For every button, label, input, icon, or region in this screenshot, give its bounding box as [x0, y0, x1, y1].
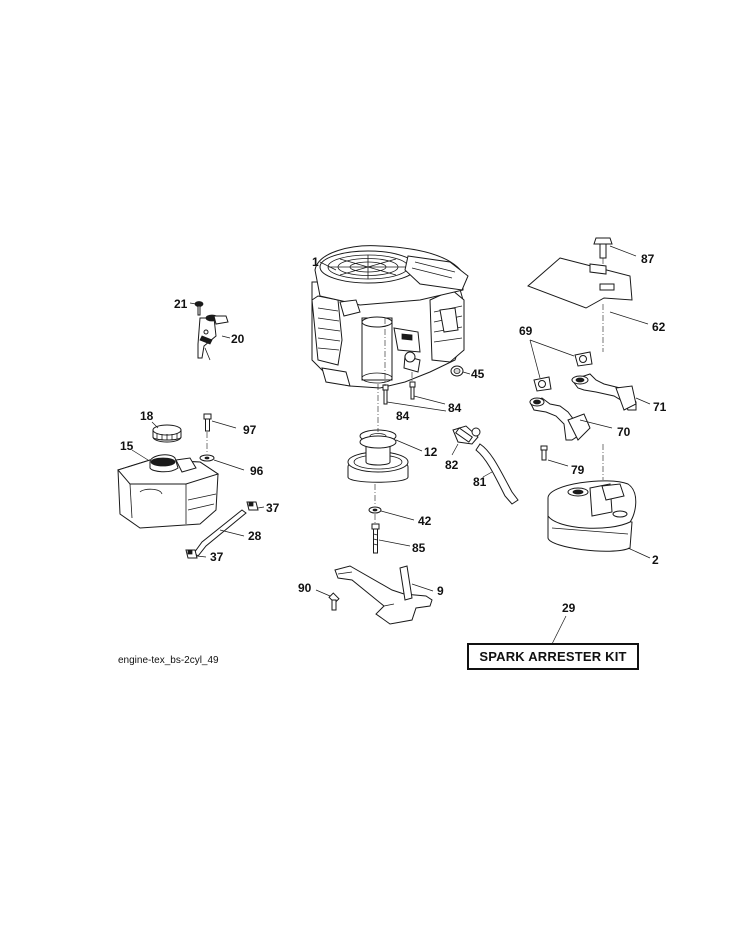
- engine-leader: [319, 261, 337, 271]
- callout-exhaust-pipe-70: 70: [617, 425, 631, 439]
- callout-bracket: 9: [437, 584, 444, 598]
- exhaust-pipe-71-leader: [635, 397, 651, 405]
- muffler: [547, 480, 637, 552]
- bracket-leader: [411, 583, 434, 592]
- callout-fuel-cap: 18: [140, 409, 154, 423]
- callout-nut-45: 45: [471, 367, 485, 381]
- callout-fuel-tank: 15: [120, 439, 134, 453]
- callout-screw-87: 87: [641, 252, 655, 266]
- nut-45: [450, 365, 464, 377]
- bolt-84-leader-a: [386, 401, 447, 412]
- callout-engine: 1: [312, 255, 319, 269]
- bracket: [334, 565, 433, 625]
- fuel-tank: [117, 454, 220, 529]
- gaskets: [533, 351, 593, 392]
- drain-valve: [452, 425, 481, 445]
- callout-bolt-79: 79: [571, 463, 585, 477]
- bolt-84-right: [409, 381, 416, 400]
- pulley: [347, 429, 409, 483]
- clamp-37-top: [246, 501, 259, 511]
- washer-96-leader: [213, 459, 245, 471]
- bolt-79: [540, 445, 548, 461]
- washer-42-leader: [380, 510, 415, 521]
- callout-heat-shield: 62: [652, 320, 666, 334]
- callout-clamp-37-bottom: 37: [210, 550, 224, 564]
- nut-45-leader: [462, 371, 471, 375]
- hose-leader: [482, 471, 493, 478]
- callout-spark-arrester: 29: [562, 601, 576, 615]
- callout-muffler: 2: [652, 553, 659, 567]
- screw-87: [593, 237, 613, 259]
- callout-fuel-line: 28: [248, 529, 262, 543]
- gasket-leader-b: [529, 339, 541, 379]
- callout-dipstick: 20: [231, 332, 245, 346]
- fuel-cap: [152, 424, 182, 443]
- callout-screw-97: 97: [243, 423, 257, 437]
- clamp-37-top-leader: [257, 506, 265, 509]
- bolt-84-left: [382, 384, 389, 405]
- spark-arrester-kit-label: SPARK ARRESTER KIT: [467, 643, 639, 670]
- dipstick-leader: [221, 335, 231, 339]
- callout-screw-21: 21: [174, 297, 188, 311]
- callout-washer-42: 42: [418, 514, 432, 528]
- fuel-line-leader: [219, 529, 245, 537]
- callout-gaskets: 69: [519, 324, 533, 338]
- callout-bolt-90: 90: [298, 581, 312, 595]
- bolt-90: [328, 592, 340, 611]
- callout-clamp-37-top: 37: [266, 501, 280, 515]
- exhaust-pipe-71: [571, 373, 637, 411]
- bolt-84-leader-b: [413, 395, 446, 405]
- fuel-tank-leader: [131, 449, 149, 461]
- callout-bolt-84a: 84: [448, 401, 462, 415]
- clamp-37-bottom: [185, 549, 198, 559]
- callout-pulley: 12: [424, 445, 438, 459]
- washer-42: [368, 506, 382, 514]
- bolt-79-leader: [547, 459, 569, 467]
- washer-96: [199, 454, 215, 462]
- exhaust-pipe-70-leader: [579, 419, 613, 429]
- bolt-85-leader: [378, 539, 411, 547]
- screw-97: [203, 413, 212, 432]
- muffler-leader: [627, 547, 651, 559]
- callout-exhaust-pipe-71: 71: [653, 400, 667, 414]
- gasket-leader-a: [529, 339, 575, 357]
- engine: [311, 245, 469, 389]
- callout-hose: 81: [473, 475, 487, 489]
- callout-drain-valve: 82: [445, 458, 459, 472]
- callout-bolt-85: 85: [412, 541, 426, 555]
- screw-97-leader: [211, 420, 237, 429]
- hose: [475, 443, 519, 505]
- clamp-37-bottom-leader: [196, 555, 207, 558]
- callout-washer-96: 96: [250, 464, 264, 478]
- screw-87-leader: [609, 245, 637, 257]
- exhaust-pipe-70: [529, 397, 591, 441]
- heat-shield: [527, 257, 633, 309]
- screw-21-leader: [189, 302, 197, 305]
- callout-bolt-84b: 84: [396, 409, 410, 423]
- diagram-id-label: engine-tex_bs-2cyl_49: [118, 655, 219, 666]
- spark-arrester-leader: [551, 615, 567, 645]
- heat-shield-leader: [609, 311, 649, 325]
- bolt-85: [371, 523, 380, 554]
- fuel-cap-leader: [151, 421, 159, 429]
- drain-valve-leader: [451, 443, 459, 456]
- pulley-leader: [395, 439, 423, 452]
- bolt-90-leader: [315, 589, 331, 597]
- dipstick-assembly: [197, 314, 229, 361]
- screw-21: [194, 301, 204, 316]
